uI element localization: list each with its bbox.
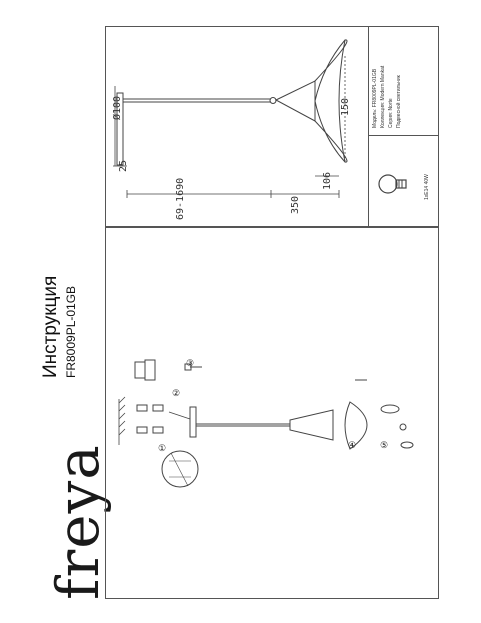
page-title: Инструкция — [40, 275, 61, 378]
dim-rod-length: 69-1690 — [175, 177, 186, 220]
dim-diameter: Ø100 — [112, 95, 123, 120]
spec-series: Серия: Norte — [388, 98, 394, 128]
bulb-spec: 1xE14 40W — [424, 174, 430, 200]
lamp-cone — [274, 80, 316, 122]
dimension-drawing — [113, 39, 348, 198]
dim-shade-diameter: 150 — [340, 97, 351, 116]
step-1: ① — [158, 443, 167, 453]
ceiling-hatch — [118, 396, 126, 445]
spec-collection: Коллекция: Modern Mankat — [380, 65, 386, 128]
dim-cone-length: 106 — [322, 171, 333, 190]
step-5: ⑤ — [380, 440, 389, 450]
dim-canopy-height: 25 — [118, 159, 129, 172]
canopy-shape — [116, 92, 124, 166]
brand-logo: freya — [44, 444, 112, 600]
assembly-drawing — [118, 359, 414, 488]
model-code: FR8009PL-01GB — [64, 285, 78, 378]
step-4: ④ — [348, 440, 357, 450]
bulb-icon — [378, 174, 407, 194]
assembly-panel — [105, 227, 439, 599]
dim-lamp-length: 350 — [290, 195, 301, 214]
step-3: ③ — [186, 358, 195, 368]
dimension-panel — [105, 26, 439, 227]
spec-type: Подвесной светильник — [396, 75, 402, 128]
spec-model: Модель: FR8009PL-01GB — [372, 68, 378, 128]
spec-divider — [368, 135, 439, 136]
spec-panel — [368, 26, 439, 227]
step-2: ② — [172, 388, 181, 398]
assembly-shade — [344, 401, 368, 450]
lamp-shade — [314, 39, 348, 163]
assembly-cone — [289, 409, 334, 441]
